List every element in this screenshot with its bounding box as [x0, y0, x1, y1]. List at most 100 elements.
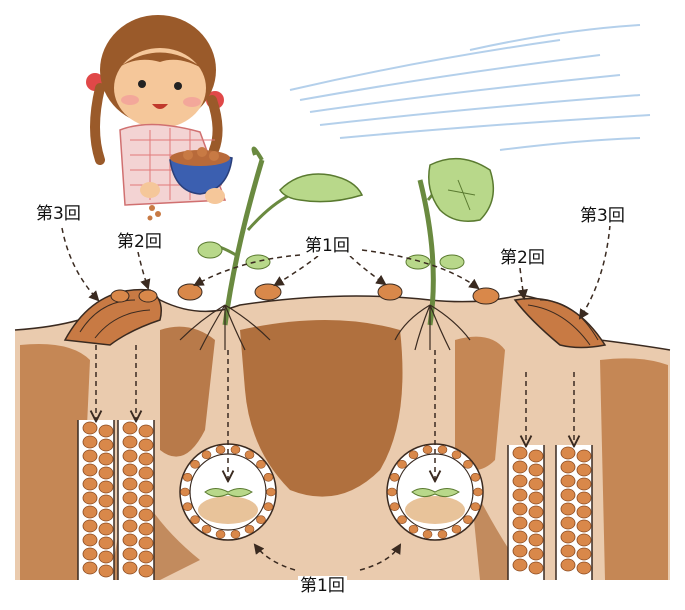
ring-pellet	[423, 530, 432, 538]
fertilizer-pellet	[577, 506, 591, 518]
fertilizer-pellet	[83, 464, 97, 476]
label-round2-left: 第2回	[115, 232, 164, 252]
ring-pellet	[471, 503, 480, 511]
fertilizer-pellet	[99, 495, 113, 507]
fertilizer-pellet	[561, 461, 575, 473]
fertilizer-pellet	[99, 481, 113, 493]
fertilizer-pellet	[83, 450, 97, 462]
ring-pellet	[216, 530, 225, 538]
ring-pellet	[264, 473, 273, 481]
fertilizer-pellet	[99, 467, 113, 479]
fertilizer-pellet	[139, 551, 153, 563]
fertilizer-pellet	[99, 523, 113, 535]
fertilizer-pellet	[99, 425, 113, 437]
fertilizer-pellet	[577, 520, 591, 532]
ring-pellet	[245, 451, 254, 459]
fertilizer-pellet	[139, 467, 153, 479]
fertilizer-pellet	[83, 562, 97, 574]
fertilizer-pellet	[123, 436, 137, 448]
fertilizer-pellet	[529, 478, 543, 490]
ring-pellet	[183, 503, 192, 511]
fertilizer-pellet	[577, 492, 591, 504]
ring-pellet	[183, 473, 192, 481]
fertilizer-pellet	[561, 559, 575, 571]
fertilizer-pellet	[513, 461, 527, 473]
fertilizer-pellet	[577, 548, 591, 560]
ring-pellet	[388, 488, 397, 496]
fertilizer-pellet	[99, 439, 113, 451]
fertilizer-pellet	[529, 506, 543, 518]
fertilizer-pellet	[529, 562, 543, 574]
fertilizer-pellet	[561, 475, 575, 487]
fertilizer-pellet	[561, 503, 575, 515]
ring-pellet	[390, 503, 399, 511]
ring-pellet	[452, 451, 461, 459]
fertilizer-pellet	[123, 450, 137, 462]
fertilizer-pellet	[123, 464, 137, 476]
fertilizer-pellet	[513, 545, 527, 557]
fertilizer-pellet	[513, 503, 527, 515]
fertilizer-pellet	[513, 447, 527, 459]
fertilizer-pellet	[83, 422, 97, 434]
ring-pellet	[409, 525, 418, 533]
fertilizer-pellet	[83, 492, 97, 504]
fertilizer-pellet	[577, 464, 591, 476]
fertilizer-pellet	[561, 517, 575, 529]
fertilizer-pellet	[123, 520, 137, 532]
sky-strokes	[290, 25, 650, 150]
fertilizer-pellet	[513, 489, 527, 501]
fertilizer-pellet	[577, 562, 591, 574]
fertilizer-pellet	[99, 453, 113, 465]
fertilizer-pellet	[561, 489, 575, 501]
ring-pellet	[264, 503, 273, 511]
ring-pellet	[409, 451, 418, 459]
fertilizer-pellet	[561, 545, 575, 557]
fertilizer-pellet	[139, 453, 153, 465]
ring-pellet	[463, 460, 472, 468]
fertilizer-pellet	[139, 537, 153, 549]
fertilizer-pellet	[529, 450, 543, 462]
fertilizer-pellet	[529, 548, 543, 560]
fertilizer-pellet	[123, 548, 137, 560]
fertilizer-pellet	[99, 537, 113, 549]
ring-pellet	[231, 446, 240, 454]
ring-pellet	[267, 488, 276, 496]
fertilizer-pellet	[139, 425, 153, 437]
fertilizer-pellet	[139, 565, 153, 577]
girl-illustration	[86, 15, 232, 221]
label-round3-right: 第3回	[578, 206, 627, 226]
fertilizer-pellet	[83, 534, 97, 546]
ring-pellet	[245, 525, 254, 533]
ring-pellet	[216, 446, 225, 454]
fertilizer-pellet	[123, 492, 137, 504]
fertilizer-pellet	[99, 509, 113, 521]
fertilizer-pellet	[83, 520, 97, 532]
ring-pellet	[398, 460, 407, 468]
fertilizer-pellet	[139, 481, 153, 493]
ring-pellet	[191, 460, 200, 468]
fertilizer-pellet	[513, 559, 527, 571]
ring-pellet	[423, 446, 432, 454]
fertilizer-pellet	[513, 517, 527, 529]
ring-pellet	[202, 451, 211, 459]
fertilizer-pellet	[123, 422, 137, 434]
fertilizer-pellet	[513, 531, 527, 543]
fertilizer-pellet	[139, 495, 153, 507]
fertilizer-pellet	[561, 531, 575, 543]
ring-pellet	[181, 488, 190, 496]
ring-pellet	[398, 516, 407, 524]
ring-pellet	[438, 446, 447, 454]
fertilizer-pellet	[577, 534, 591, 546]
fertilizer-pellet	[577, 450, 591, 462]
label-round2-right: 第2回	[498, 248, 547, 268]
ring-pellet	[256, 460, 265, 468]
fertilizer-pellet	[99, 551, 113, 563]
ring-pellet	[202, 525, 211, 533]
fertilizer-pellet	[139, 439, 153, 451]
ring-pellet	[231, 530, 240, 538]
ring-pellet	[452, 525, 461, 533]
fertilizer-pellet	[513, 475, 527, 487]
ring-pellet	[474, 488, 483, 496]
fertilizer-pellet	[123, 478, 137, 490]
